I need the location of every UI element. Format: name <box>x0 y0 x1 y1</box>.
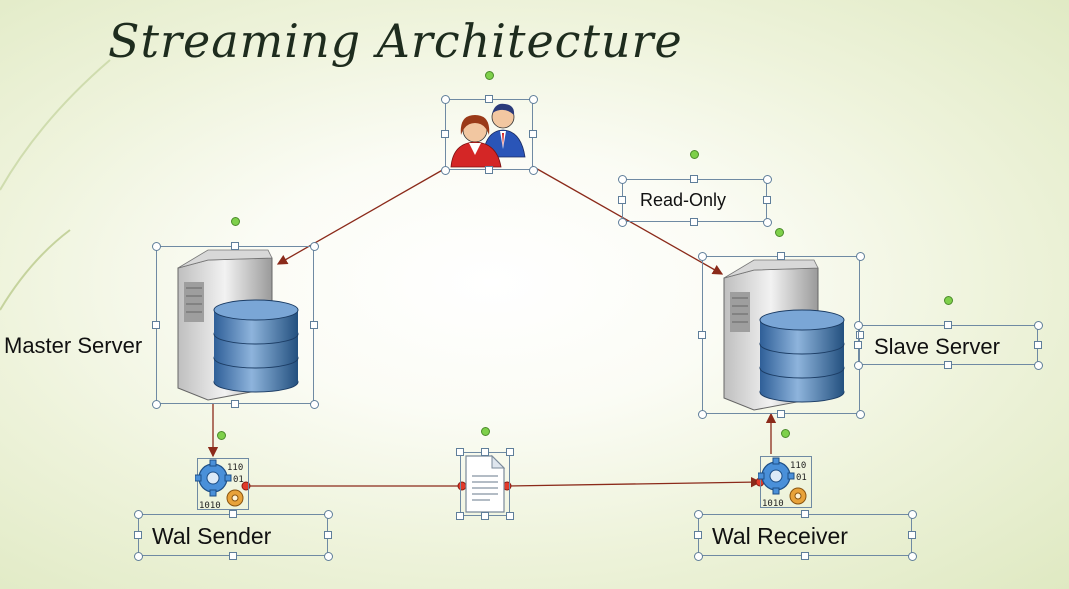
resize-handle[interactable] <box>855 251 865 261</box>
connector-file-to-walreceiver <box>506 476 762 488</box>
resize-handle[interactable] <box>617 217 627 227</box>
resize-handle[interactable] <box>152 321 160 329</box>
users-icon <box>450 103 526 168</box>
resize-handle[interactable] <box>1034 341 1042 349</box>
svg-text:110: 110 <box>227 463 243 473</box>
read-only-label: Read-Only <box>640 190 727 210</box>
master-server-label: Master Server <box>4 333 143 358</box>
rotation-handle[interactable] <box>480 426 490 436</box>
resize-handle[interactable] <box>134 531 142 539</box>
resize-handle[interactable] <box>617 174 627 184</box>
svg-text:01: 01 <box>233 475 244 485</box>
resize-handle[interactable] <box>693 551 703 561</box>
resize-handle[interactable] <box>777 410 785 418</box>
wal-receiver-label: Wal Receiver <box>712 523 848 549</box>
resize-handle[interactable] <box>323 509 333 519</box>
wal-sender-node[interactable] <box>197 458 249 510</box>
resize-handle[interactable] <box>690 218 698 226</box>
svg-text:110: 110 <box>790 461 806 471</box>
server-database-icon <box>723 259 845 411</box>
rotation-handle[interactable] <box>943 295 953 305</box>
server-database-icon <box>177 249 299 401</box>
resize-handle[interactable] <box>481 448 489 456</box>
document-icon <box>465 454 506 513</box>
slave-server-label: Slave Server <box>874 334 1000 359</box>
resize-handle[interactable] <box>485 95 493 103</box>
resize-handle[interactable] <box>151 399 161 409</box>
resize-handle[interactable] <box>801 510 809 518</box>
wal-sender-label: Wal Sender <box>152 523 272 549</box>
svg-text:1010: 1010 <box>199 501 221 511</box>
resize-handle[interactable] <box>762 174 772 184</box>
resize-handle[interactable] <box>229 552 237 560</box>
rotation-handle[interactable] <box>774 227 784 237</box>
connector-users-to-slave <box>531 165 724 275</box>
resize-handle[interactable] <box>854 341 862 349</box>
resize-handle[interactable] <box>528 94 538 104</box>
resize-handle[interactable] <box>133 509 143 519</box>
resize-handle[interactable] <box>697 409 707 419</box>
resize-handle[interactable] <box>440 94 450 104</box>
resize-handle[interactable] <box>618 196 626 204</box>
resize-handle[interactable] <box>801 552 809 560</box>
rotation-handle[interactable] <box>484 70 494 80</box>
resize-handle[interactable] <box>856 331 864 339</box>
slide-title: Streaming Architecture <box>108 14 683 68</box>
resize-handle[interactable] <box>1033 320 1043 330</box>
resize-handle[interactable] <box>481 512 489 520</box>
resize-handle[interactable] <box>506 448 514 456</box>
resize-handle[interactable] <box>229 510 237 518</box>
resize-handle[interactable] <box>456 512 464 520</box>
resize-handle[interactable] <box>151 241 161 251</box>
resize-handle[interactable] <box>690 175 698 183</box>
resize-handle[interactable] <box>441 130 449 138</box>
resize-handle[interactable] <box>855 409 865 419</box>
resize-handle[interactable] <box>528 165 538 175</box>
resize-handle[interactable] <box>324 531 332 539</box>
resize-handle[interactable] <box>762 217 772 227</box>
resize-handle[interactable] <box>231 400 239 408</box>
resize-handle[interactable] <box>310 321 318 329</box>
rotation-handle[interactable] <box>216 430 226 440</box>
resize-handle[interactable] <box>763 196 771 204</box>
resize-handle[interactable] <box>907 551 917 561</box>
resize-handle[interactable] <box>309 399 319 409</box>
resize-handle[interactable] <box>853 320 863 330</box>
resize-handle[interactable] <box>323 551 333 561</box>
resize-handle[interactable] <box>309 241 319 251</box>
resize-handle[interactable] <box>506 512 514 520</box>
resize-handle[interactable] <box>456 448 464 456</box>
resize-handle[interactable] <box>485 166 493 174</box>
resize-handle[interactable] <box>907 509 917 519</box>
svg-text:1010: 1010 <box>762 499 784 509</box>
resize-handle[interactable] <box>1033 360 1043 370</box>
resize-handle[interactable] <box>697 251 707 261</box>
connector-users-to-master <box>276 167 447 265</box>
rotation-handle[interactable] <box>230 216 240 226</box>
resize-handle[interactable] <box>440 165 450 175</box>
resize-handle[interactable] <box>944 321 952 329</box>
gear-binary-icon: 110 01 1010 <box>195 459 244 511</box>
resize-handle[interactable] <box>698 331 706 339</box>
gear-binary-icon: 110 01 1010 <box>758 457 807 509</box>
resize-handle[interactable] <box>133 551 143 561</box>
svg-text:01: 01 <box>796 473 807 483</box>
resize-handle[interactable] <box>944 361 952 369</box>
resize-handle[interactable] <box>777 252 785 260</box>
resize-handle[interactable] <box>693 509 703 519</box>
resize-handle[interactable] <box>853 360 863 370</box>
resize-handle[interactable] <box>694 531 702 539</box>
wal-receiver-node[interactable] <box>760 456 812 508</box>
resize-handle[interactable] <box>529 130 537 138</box>
rotation-handle[interactable] <box>780 428 790 438</box>
rotation-handle[interactable] <box>689 149 699 159</box>
resize-handle[interactable] <box>231 242 239 250</box>
resize-handle[interactable] <box>908 531 916 539</box>
